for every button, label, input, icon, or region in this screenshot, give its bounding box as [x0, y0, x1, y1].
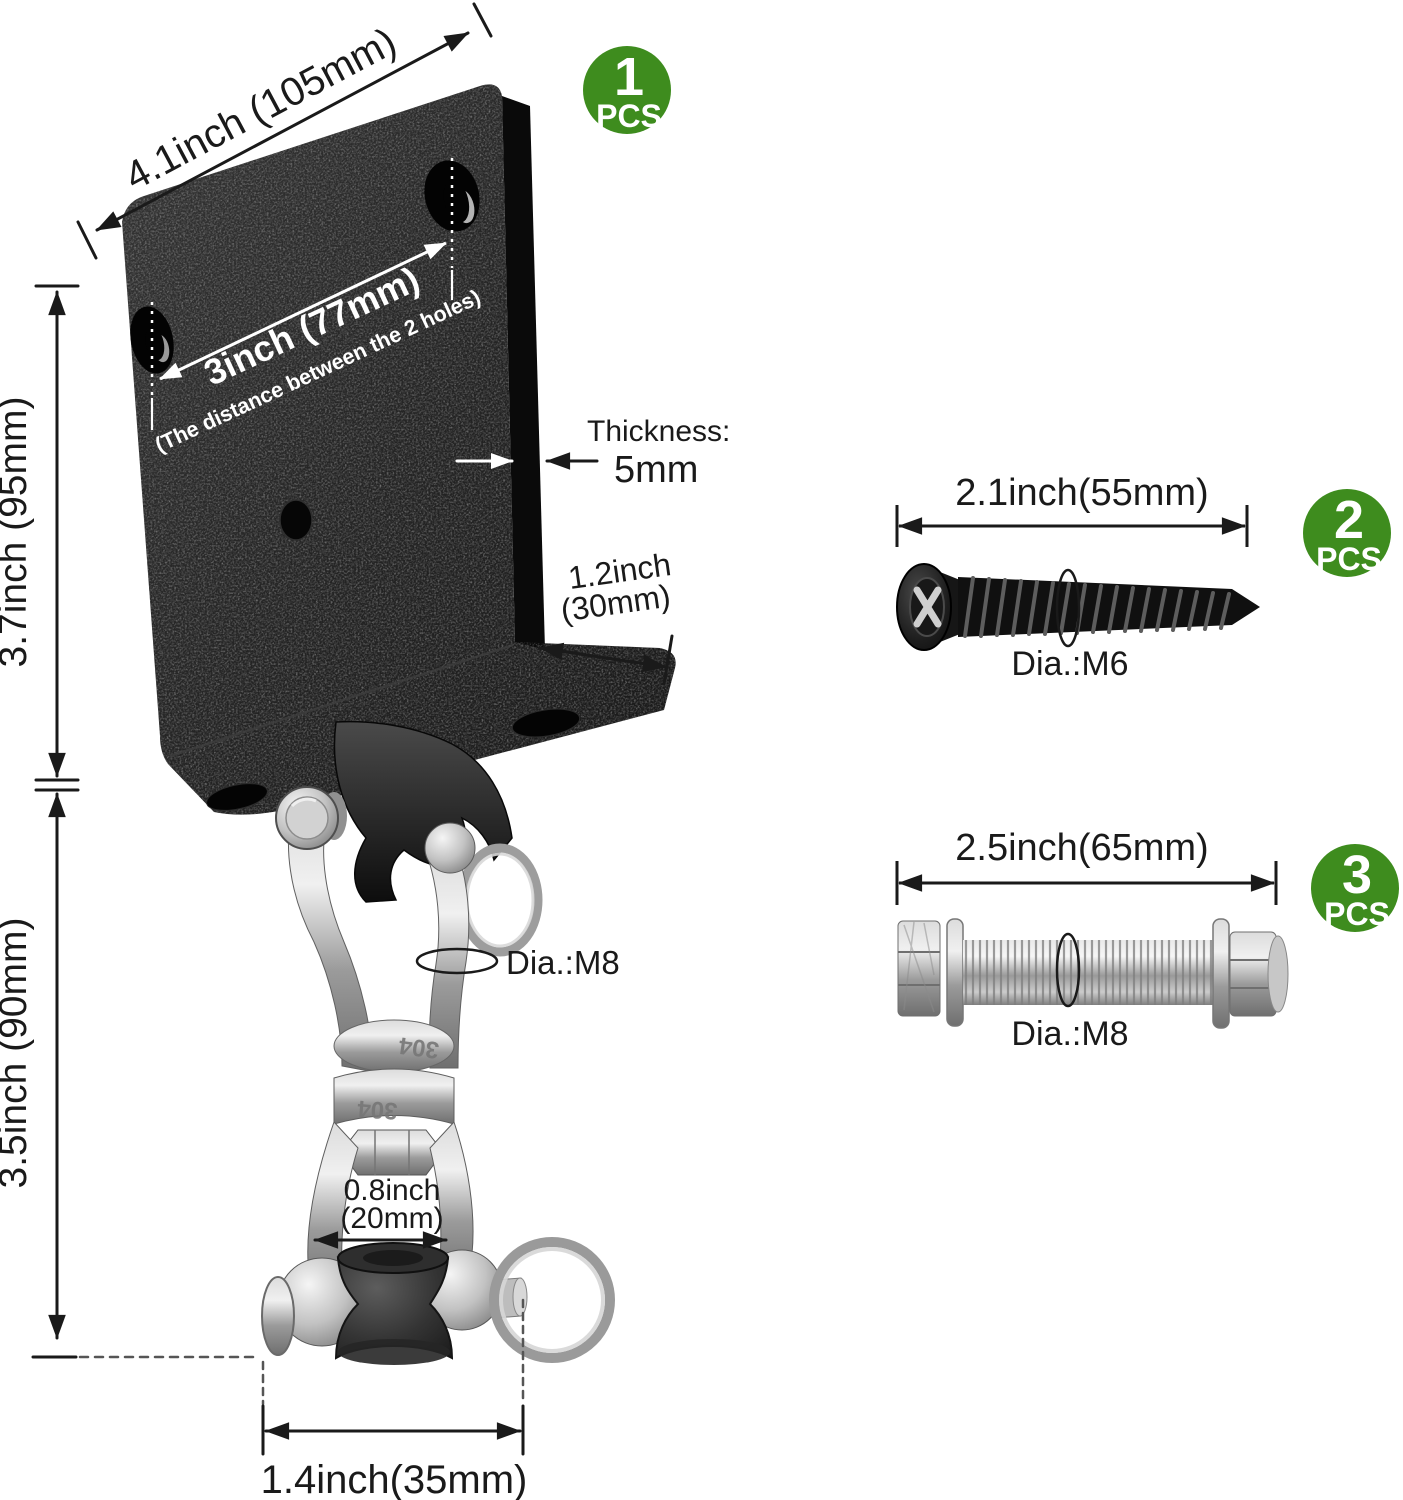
steel-grade-stamp-lower: 304 — [356, 1095, 398, 1125]
badge-count: 3 — [1342, 845, 1372, 905]
dim-height-upper-label: 3.7inch (95mm) — [0, 397, 35, 668]
lower-split-ring — [489, 1237, 615, 1363]
swivel-dia-label: Dia.:M8 — [506, 944, 620, 981]
nut-dome — [1267, 935, 1289, 1013]
dim-inner-line1: 0.8inch — [344, 1174, 441, 1207]
flange-hole-right — [511, 708, 581, 738]
bolt-length-label: 2.5inch(65mm) — [955, 827, 1208, 869]
screw-dia-ellipse — [1055, 568, 1081, 648]
bolt-dia-label: Dia.:M8 — [1011, 1015, 1128, 1053]
dim-height-upper: 3.7inch (95mm) — [0, 284, 80, 782]
plate-hole-center — [279, 499, 313, 541]
clevis-pin-head — [275, 786, 339, 850]
swivel-dia-annotation: Dia.:M8 — [415, 944, 620, 981]
phillips-cross-icon — [913, 586, 942, 628]
bolt-washer-right — [1212, 918, 1230, 1029]
bolt-dia-ellipse — [1055, 932, 1081, 1008]
badge-circle — [583, 46, 671, 134]
bolt-threads — [963, 940, 1213, 1005]
thickness-annotation: Thickness: 5mm — [455, 415, 730, 491]
thickness-label: Thickness: — [587, 415, 730, 448]
badge-count: 1 — [614, 47, 644, 107]
hole-distance-arrow — [159, 241, 447, 381]
bolt-drawing — [897, 918, 1289, 1029]
badge-circle — [1311, 844, 1399, 932]
dim-pulley-width: 1.4inch(35mm) — [261, 1298, 528, 1500]
rubber-roller — [334, 1242, 454, 1365]
dim-inner-line2: (20mm) — [340, 1202, 443, 1235]
upper-yoke-right-leg — [425, 847, 470, 1069]
badge-circle — [1303, 489, 1391, 577]
pcs-badge-bracket: 1 PCS — [583, 46, 671, 134]
pcs-badge-bolt: 3 PCS — [1311, 844, 1399, 932]
badge-unit: PCS — [1316, 541, 1382, 577]
pcs-badge-screw: 2 PCS — [1303, 489, 1391, 577]
hex-bolt-figure: 2.5inch(65mm) Dia.:M8 — [895, 827, 1289, 1053]
swivel-hanger: 304 304 — [261, 720, 615, 1365]
dim-shackle-inner: 0.8inch (20mm) — [313, 1174, 448, 1249]
dim-height-lower: 3.5inch (90mm) — [0, 788, 259, 1359]
screw-length-label: 2.1inch(55mm) — [955, 472, 1208, 514]
badge-unit: PCS — [596, 98, 662, 134]
wood-screw-figure: 2.1inch(55mm) Dia.:M6 — [895, 472, 1260, 683]
dim-height-lower-label: 3.5inch (90mm) — [0, 918, 35, 1189]
upper-yoke-left-leg — [287, 803, 375, 1073]
dim-pulley-width-label: 1.4inch(35mm) — [261, 1458, 528, 1500]
plate-fold-crease — [169, 643, 514, 758]
screw-drawing — [896, 563, 1260, 651]
screw-dia-label: Dia.:M6 — [1011, 645, 1128, 683]
flange-hole-left — [206, 783, 268, 811]
yoke-ball-right — [424, 822, 476, 874]
upper-split-ring — [457, 843, 543, 957]
thickness-value: 5mm — [614, 449, 698, 491]
pin-cap-left — [261, 1276, 295, 1356]
badge-unit: PCS — [1324, 896, 1390, 932]
plate-side-edge — [502, 96, 545, 650]
steel-grade-stamp-upper: 304 — [397, 1031, 441, 1063]
screw-tip — [1232, 589, 1260, 625]
bolt-washer-left — [946, 918, 964, 1027]
screw-threads — [963, 576, 1231, 638]
badge-count: 2 — [1334, 490, 1364, 550]
